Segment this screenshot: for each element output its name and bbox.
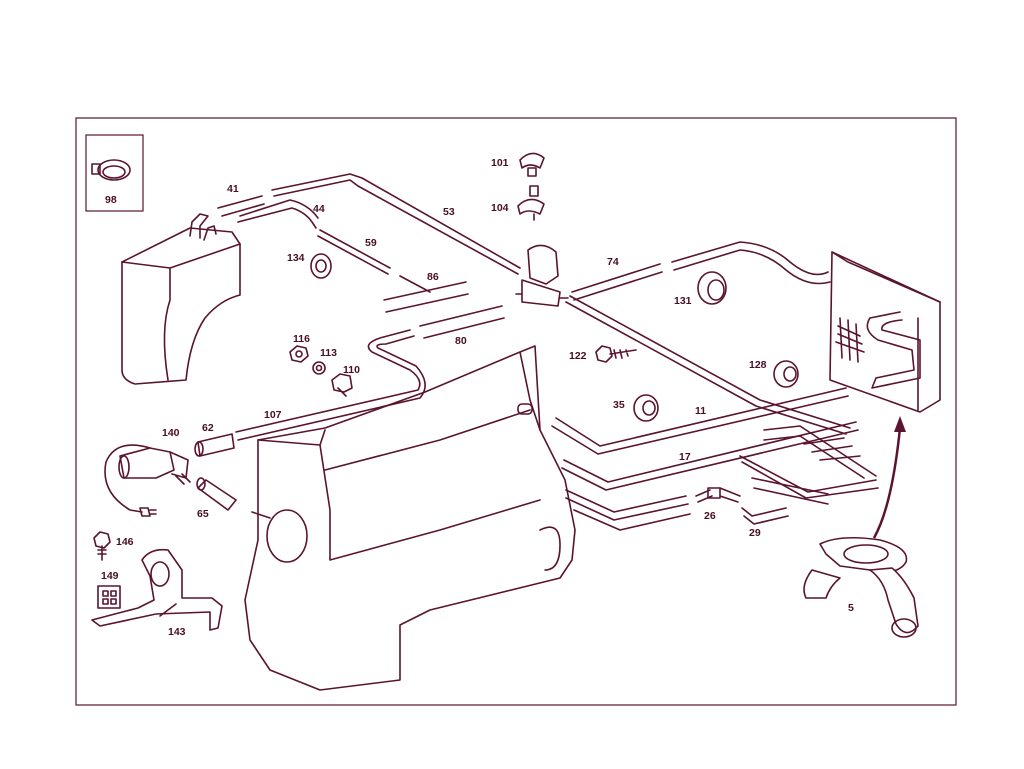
hose-86 bbox=[383, 275, 469, 313]
label-80: 80 bbox=[455, 335, 467, 347]
diagram-frame bbox=[75, 117, 957, 706]
pipe-107 bbox=[235, 329, 426, 441]
label-65: 65 bbox=[197, 508, 209, 520]
nut-116 bbox=[289, 345, 309, 363]
label-44: 44 bbox=[313, 203, 325, 215]
label-131: 131 bbox=[674, 295, 692, 307]
hose-74 bbox=[571, 263, 663, 301]
clamp-101 bbox=[519, 152, 545, 177]
label-5: 5 bbox=[848, 602, 854, 614]
label-113: 113 bbox=[320, 347, 337, 359]
inset-box-98 bbox=[85, 134, 144, 212]
hose-44 bbox=[237, 199, 319, 229]
connector-26 bbox=[695, 487, 741, 503]
grommet-134 bbox=[310, 253, 332, 279]
engine-block bbox=[244, 345, 576, 691]
pipe-53 bbox=[271, 173, 521, 275]
label-101: 101 bbox=[491, 157, 509, 169]
connector-149 bbox=[97, 585, 121, 609]
heat-exchanger bbox=[829, 251, 941, 413]
label-26: 26 bbox=[704, 510, 716, 522]
grommet-131 bbox=[697, 271, 727, 305]
label-140: 140 bbox=[162, 427, 180, 439]
label-134: 134 bbox=[287, 252, 305, 264]
label-74: 74 bbox=[607, 256, 619, 268]
flow-arrow bbox=[872, 416, 906, 539]
pipe-59 bbox=[317, 229, 391, 275]
heater-hose bbox=[671, 241, 831, 285]
pump-140 bbox=[104, 444, 191, 517]
washer-113 bbox=[312, 361, 326, 375]
label-29: 29 bbox=[749, 527, 761, 539]
label-146: 146 bbox=[116, 536, 134, 548]
label-11: 11 bbox=[695, 405, 706, 417]
expansion-tank bbox=[121, 213, 241, 385]
label-17: 17 bbox=[679, 451, 691, 463]
duct-5 bbox=[803, 536, 919, 638]
label-53: 53 bbox=[443, 206, 455, 218]
label-86: 86 bbox=[427, 271, 439, 283]
valve-tee bbox=[515, 244, 569, 307]
hose-41 bbox=[217, 195, 265, 217]
label-98: 98 bbox=[105, 194, 117, 206]
grommet-35 bbox=[633, 394, 659, 422]
hose-80 bbox=[419, 305, 505, 339]
screw-110 bbox=[331, 373, 353, 397]
label-149: 149 bbox=[101, 570, 119, 582]
label-116: 116 bbox=[293, 333, 310, 345]
screw-146 bbox=[93, 531, 111, 561]
hose-65 bbox=[196, 477, 237, 511]
label-122: 122 bbox=[569, 350, 587, 362]
grommet-128 bbox=[773, 360, 799, 388]
label-110: 110 bbox=[343, 364, 360, 376]
pipe-bundle-17 bbox=[551, 387, 879, 531]
label-41: 41 bbox=[227, 183, 239, 195]
label-107: 107 bbox=[264, 409, 282, 421]
hose-29 bbox=[741, 507, 789, 525]
clamp-104 bbox=[517, 185, 545, 221]
label-143: 143 bbox=[168, 626, 186, 638]
screw-122 bbox=[595, 345, 637, 363]
bracket-143 bbox=[91, 548, 223, 631]
label-128: 128 bbox=[749, 359, 767, 371]
label-35: 35 bbox=[613, 399, 625, 411]
label-62: 62 bbox=[202, 422, 214, 434]
pipe-11 bbox=[565, 295, 851, 435]
hose-62 bbox=[194, 433, 235, 457]
label-59: 59 bbox=[365, 237, 377, 249]
label-104: 104 bbox=[491, 202, 509, 214]
